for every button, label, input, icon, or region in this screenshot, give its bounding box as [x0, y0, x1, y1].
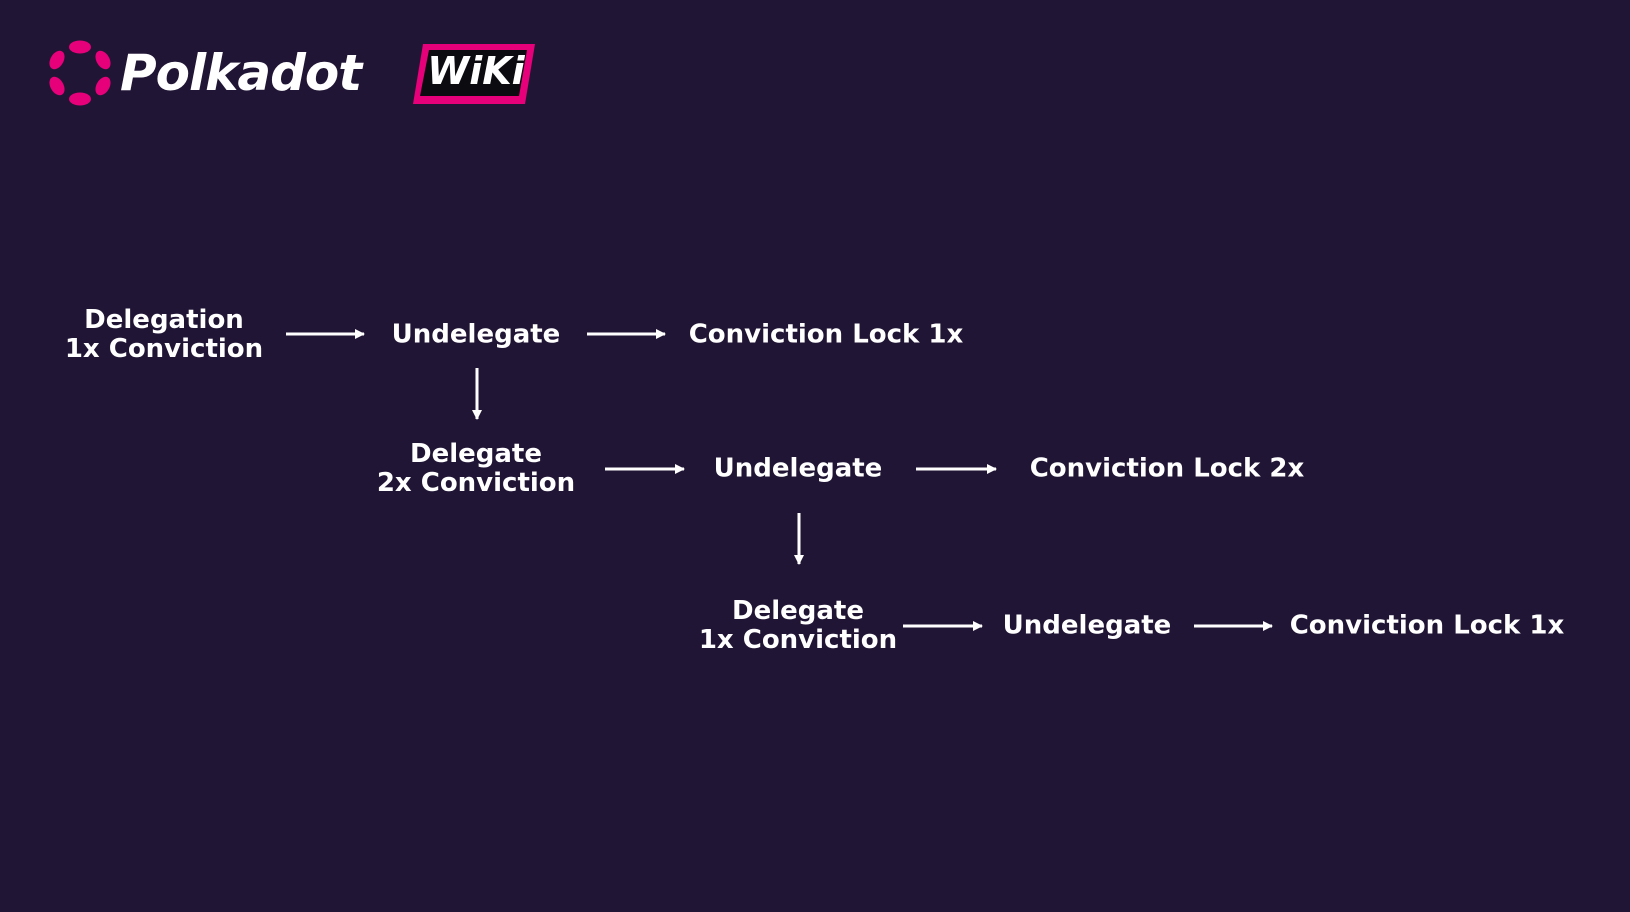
node-label-line-1: Conviction Lock 2x — [1029, 453, 1305, 484]
node-conviction-lock-2x: Conviction Lock 2x — [1029, 453, 1305, 484]
node-delegate-2x-conviction: Delegate 2x Conviction — [377, 440, 575, 498]
polkadot-logo-icon — [49, 40, 111, 106]
wiki-badge: WiKi — [409, 42, 539, 104]
node-label-line-2: 2x Conviction — [376, 468, 576, 498]
node-label-line-1: Conviction Lock 1x — [1289, 610, 1565, 641]
node-conviction-lock-1x-a: Conviction Lock 1x — [688, 319, 964, 350]
node-label-line-1: Undelegate — [713, 453, 883, 484]
node-label-line-2: 1x Conviction — [698, 625, 898, 655]
node-undelegate-3: Undelegate — [1002, 610, 1172, 641]
wiki-badge-shape — [413, 44, 535, 104]
node-undelegate-1: Undelegate — [391, 319, 561, 350]
node-label-line-1: Delegation — [84, 305, 244, 335]
node-label-line-1: Delegate — [410, 439, 542, 469]
node-label-line-1: Conviction Lock 1x — [688, 319, 964, 350]
node-label-line-1: Delegate — [732, 596, 864, 626]
node-delegate-1x-conviction: Delegate 1x Conviction — [699, 597, 897, 655]
node-label-line-2: 1x Conviction — [64, 334, 264, 364]
node-conviction-lock-1x-b: Conviction Lock 1x — [1289, 610, 1565, 641]
logo-wordmark: Polkadot — [120, 44, 362, 102]
node-label-line-1: Undelegate — [391, 319, 561, 350]
node-undelegate-2: Undelegate — [713, 453, 883, 484]
node-delegation-1x-conviction: Delegation 1x Conviction — [65, 306, 263, 364]
wiki-badge-label: WiKi — [427, 49, 525, 93]
node-label-line-1: Undelegate — [1002, 610, 1172, 641]
